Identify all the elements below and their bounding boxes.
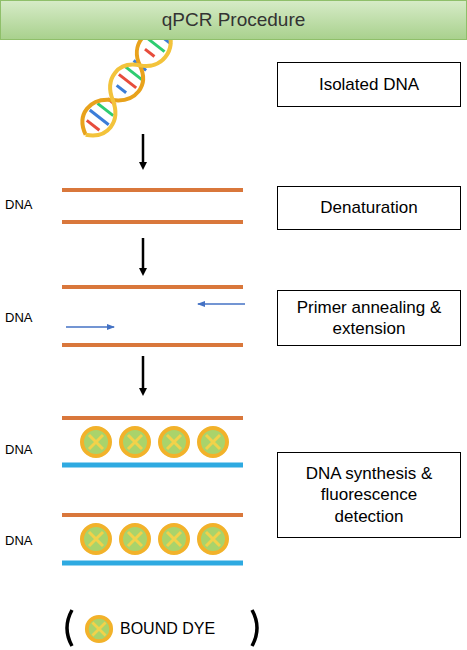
bound-dye (199, 525, 227, 553)
bound-dye (160, 428, 188, 456)
new-strand (62, 463, 243, 468)
step-label: Primer annealing & extension (284, 297, 454, 340)
bound-dye (82, 428, 110, 456)
strand-label: DNA (5, 442, 32, 457)
step-label: Denaturation (320, 197, 417, 218)
title-banner: qPCR Procedure (0, 0, 467, 40)
step-label: DNA synthesis & fluorescence detection (284, 463, 454, 527)
bound-dye (160, 525, 188, 553)
flow-arrow (142, 238, 145, 272)
dna-strand (62, 188, 243, 192)
step-label: Isolated DNA (319, 74, 419, 95)
flow-arrow (142, 134, 145, 166)
diagram-title: qPCR Procedure (162, 9, 306, 31)
dna-strand (62, 416, 243, 420)
strand-label: DNA (5, 197, 32, 212)
strand-label: DNA (5, 533, 32, 548)
legend-bracket (252, 610, 257, 646)
strand-label: DNA (5, 310, 32, 325)
legend-swatch (84, 614, 114, 644)
dna-strand (62, 285, 243, 289)
bound-dye (82, 525, 110, 553)
step-box: Primer annealing & extension (277, 290, 461, 346)
step-box: Denaturation (277, 186, 461, 230)
dna-strand (62, 343, 243, 347)
legend-bracket (67, 610, 72, 646)
dna-strand (62, 513, 243, 517)
bound-dye (121, 428, 149, 456)
bound-dye (199, 428, 227, 456)
step-box: Isolated DNA (277, 62, 461, 107)
legend-item: BOUND DYE (84, 614, 215, 644)
legend-label: BOUND DYE (120, 620, 215, 638)
dna-strand (62, 220, 243, 224)
bound-dye (121, 525, 149, 553)
primer-arrow (66, 326, 114, 328)
new-strand (62, 561, 243, 566)
flow-arrow (142, 356, 145, 392)
primer-arrow (198, 303, 245, 305)
step-box: DNA synthesis & fluorescence detection (277, 452, 461, 538)
